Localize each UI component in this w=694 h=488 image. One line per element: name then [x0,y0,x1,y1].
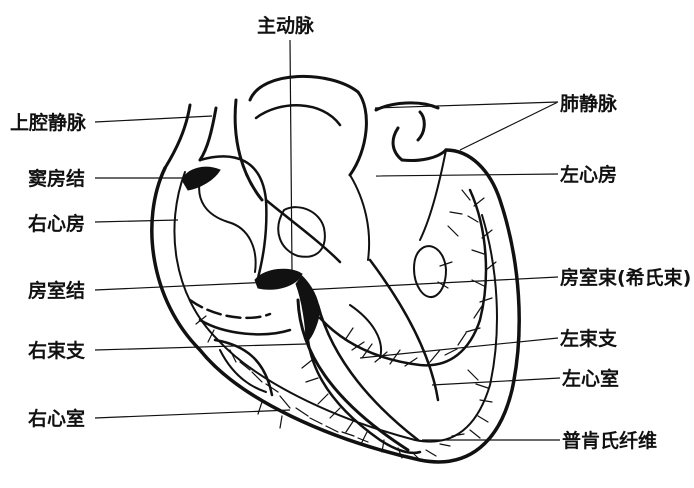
label-pulmonary-veins: 肺静脉 [560,92,618,115]
label-superior-vena-cava: 上腔静脉 [10,111,87,134]
label-sinoatrial-node: 窦房结 [28,167,85,190]
heart-outline [152,150,519,462]
left-bundle-branch-drawing [320,190,486,365]
tricuspid-ring [190,300,270,318]
av-node-shape [255,269,302,289]
sinoatrial-node-shape [182,167,220,190]
label-left-ventricle: 左心室 [562,367,619,390]
right-ventricle-chamber [215,340,272,395]
label-right-atrium: 右心房 [27,212,85,235]
label-aorta: 主动脉 [257,14,315,37]
label-left-atrium: 左心房 [560,163,617,186]
label-right-ventricle: 右心室 [27,407,85,430]
label-bundle-of-his: 房室束(希氏束) [560,266,691,289]
aorta-drawing [235,76,366,200]
label-av-node: 房室结 [28,279,85,302]
label-purkinje-fibers: 普肯氏纤维 [562,429,657,452]
label-left-bundle-branch: 左束支 [560,327,618,350]
pulmonary-vein-drawing [376,103,446,161]
left-ventricle-chamber [370,260,438,400]
label-right-bundle-branch: 右束支 [27,339,86,362]
purkinje-fiber-network [196,190,496,460]
